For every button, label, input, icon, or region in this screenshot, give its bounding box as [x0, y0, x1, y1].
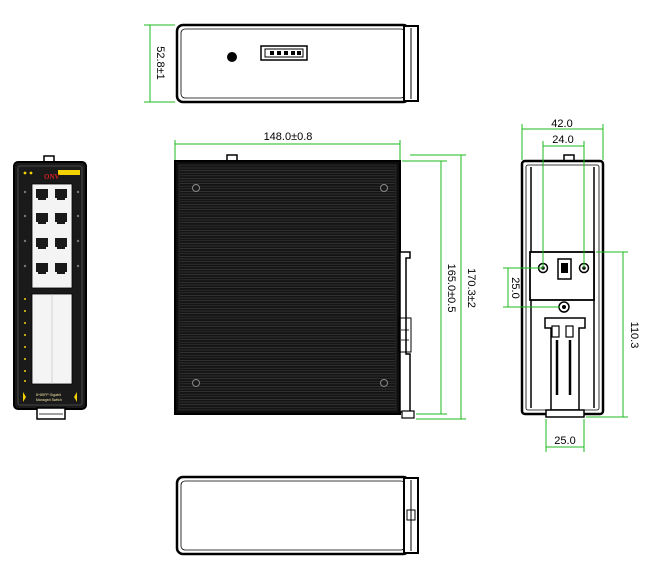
height-total-label: 170.3±2 — [465, 268, 477, 308]
sfp-leds — [24, 298, 26, 382]
hole-spacing-label: 25.0 — [509, 277, 521, 298]
rj45-ports — [31, 183, 73, 289]
right-side-view: 42.0 24.0 25.0 110.3 25.0 — [503, 118, 640, 452]
din-clip-side — [398, 251, 415, 419]
dim-side-width: 42.0 — [521, 118, 604, 160]
power-jack-icon — [227, 52, 237, 62]
dim-bottom-width: 25.0 — [545, 419, 585, 452]
din-rail-plate — [529, 251, 595, 418]
dim-width: 148.0±0.8 — [174, 131, 401, 160]
rail-height-label: 110.3 — [628, 322, 640, 349]
side-width-label: 42.0 — [551, 118, 572, 130]
sfp-ports — [31, 293, 73, 385]
dim-side-inner: 24.0 — [542, 134, 585, 268]
caption-line2: Managed Switch — [36, 398, 62, 402]
main-side-view: 148.0±0.8 165.0±0.5 170.3±2 — [174, 131, 477, 420]
front-panel-view: ONV — [13, 155, 87, 420]
caption-line1: 8+8SFP Gigabit — [36, 393, 61, 397]
bottom-view — [175, 475, 419, 556]
brand-label: ONV — [44, 173, 60, 181]
heatsink-fins — [180, 167, 395, 408]
bottom-width-label: 25.0 — [554, 435, 575, 447]
brand-logo: ONV — [44, 170, 80, 181]
din-clip-bottom — [403, 477, 419, 554]
dim-height-body: 165.0±0.5 — [402, 160, 457, 415]
dim-rail-height: 110.3 — [586, 251, 640, 418]
top-view: 52.8±1 — [144, 23, 419, 104]
port-leds — [23, 190, 80, 268]
depth-label: 52.8±1 — [154, 46, 166, 80]
height-body-label: 165.0±0.5 — [445, 264, 457, 313]
din-clip-top — [403, 25, 419, 102]
side-inner-label: 24.0 — [552, 134, 573, 146]
dim-hole-spacing: 25.0 — [503, 267, 560, 308]
terminal-block-icon — [260, 45, 308, 61]
dim-height-total: 170.3±2 — [410, 154, 477, 420]
dim-depth: 52.8±1 — [144, 24, 175, 103]
width-label: 148.0±0.8 — [264, 131, 313, 143]
